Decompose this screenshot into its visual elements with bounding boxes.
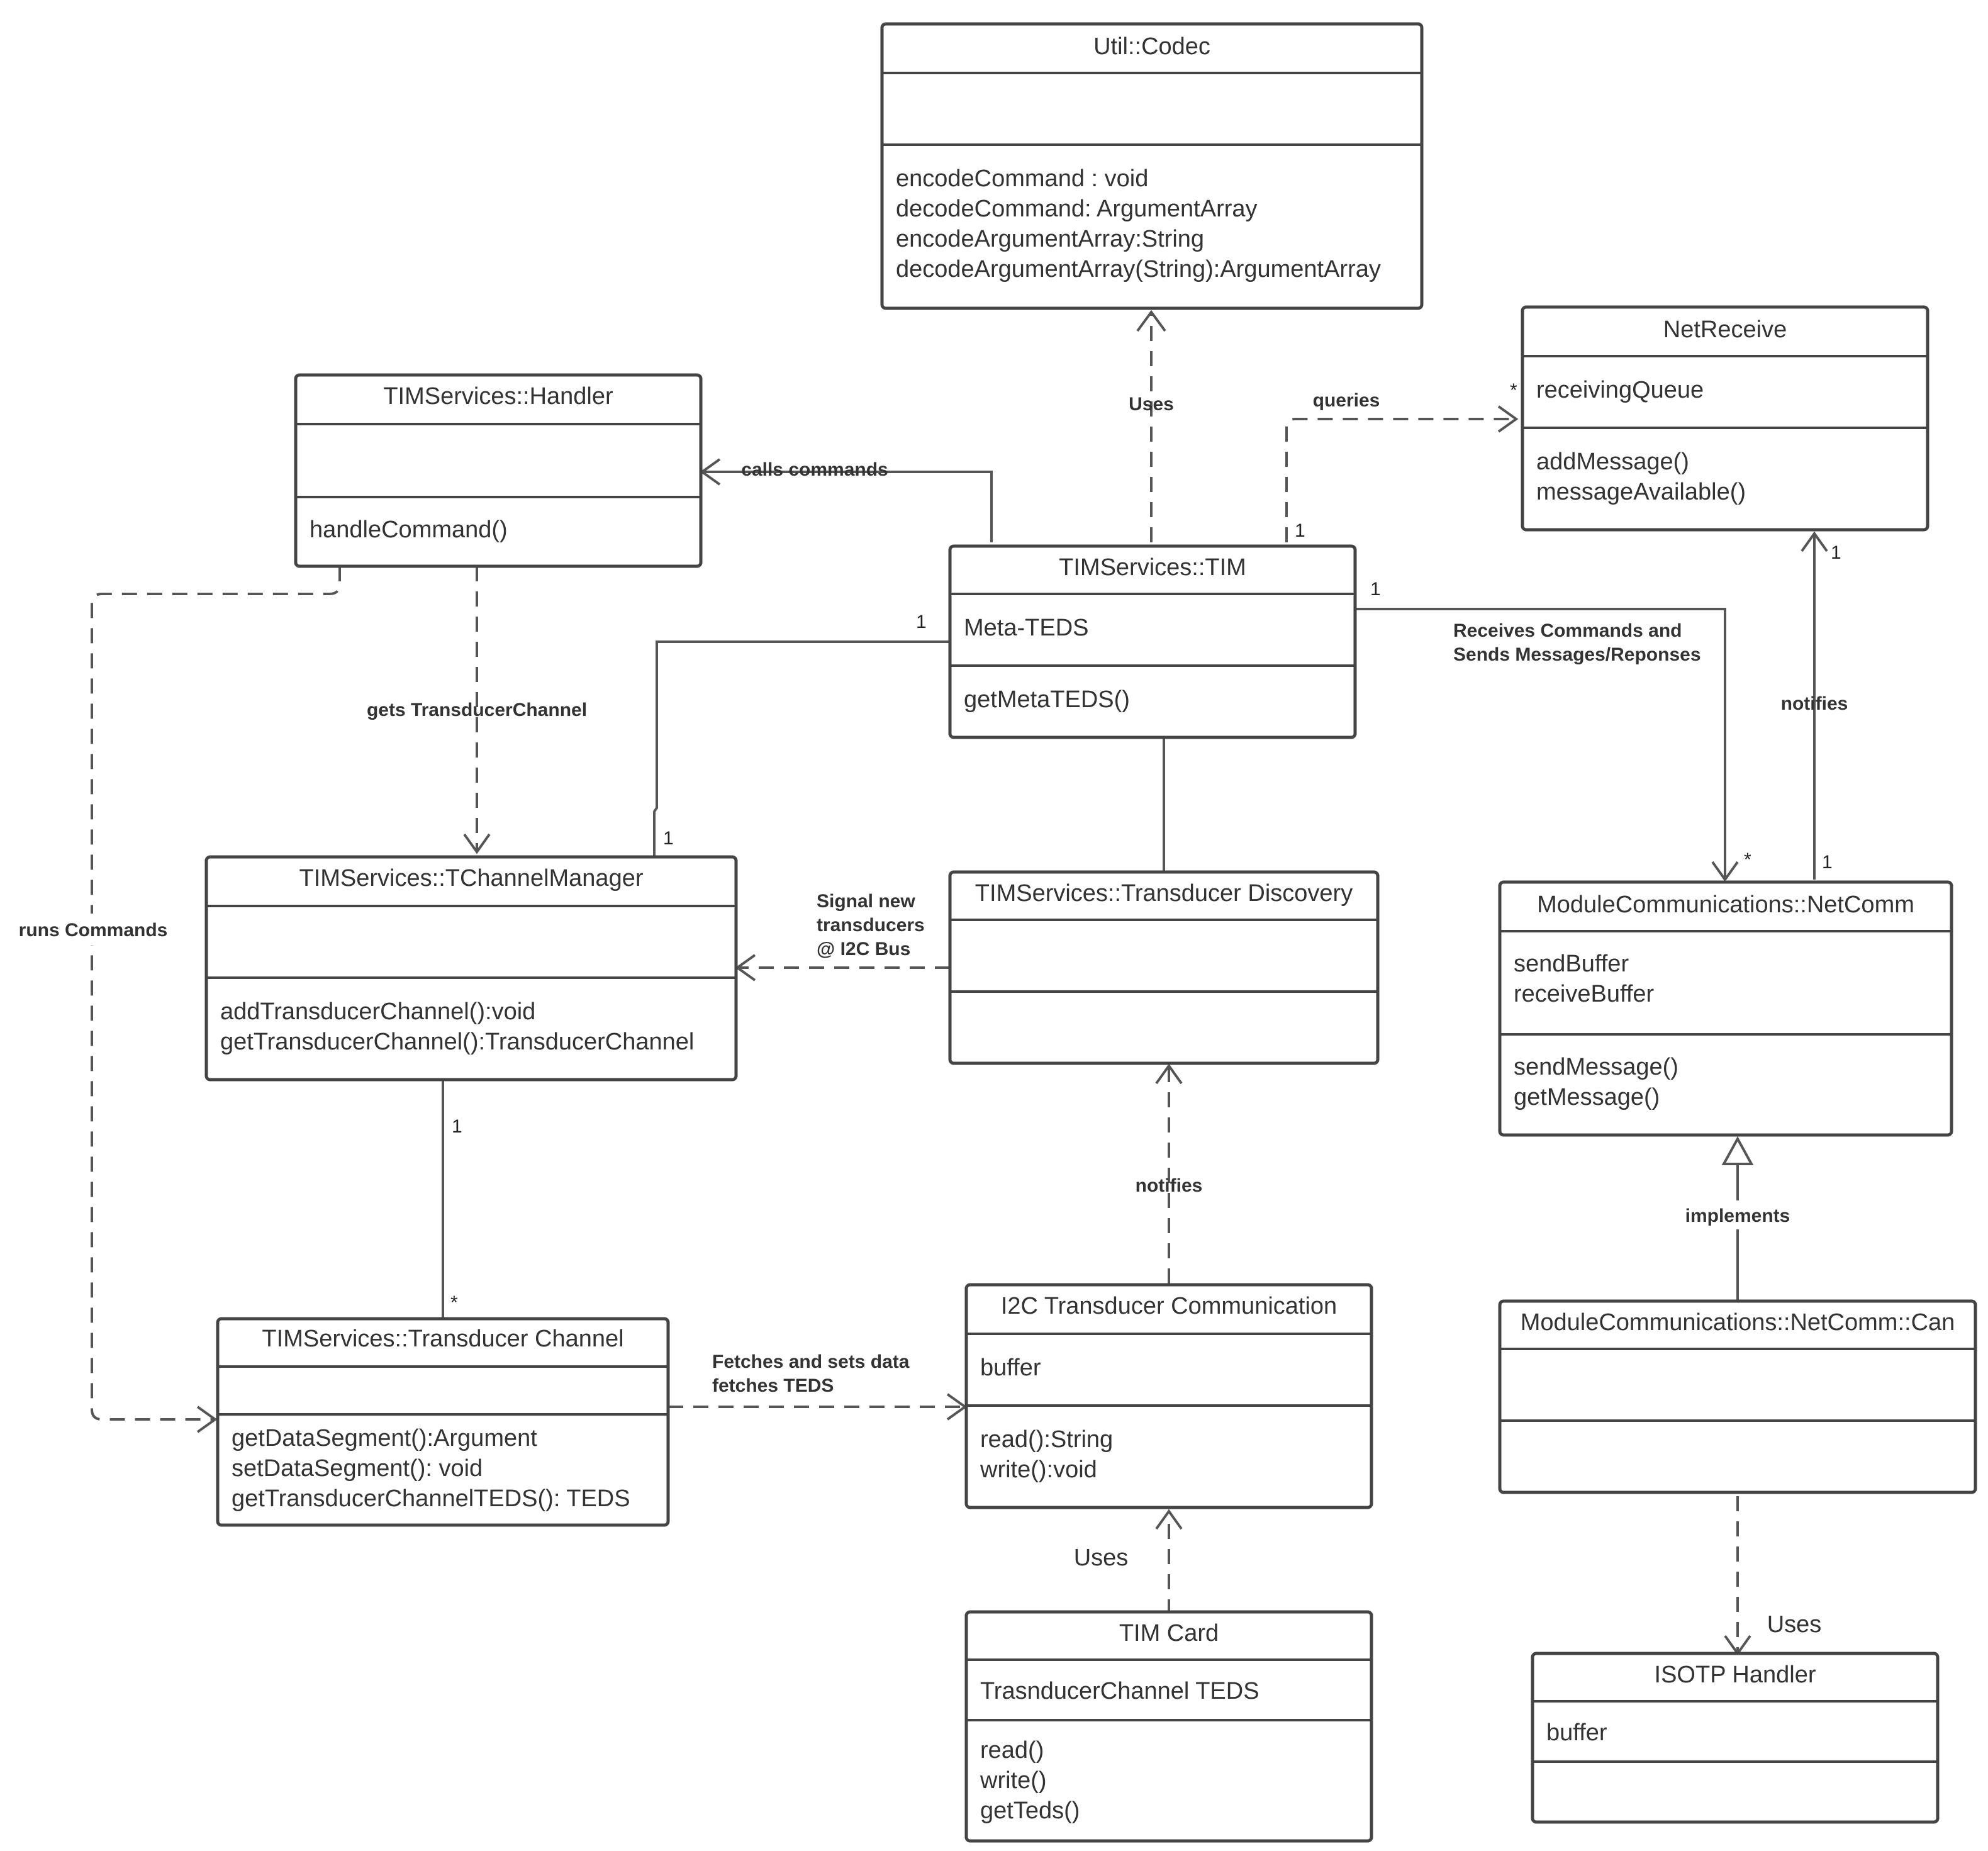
- relation-label-runs-commands: runs Commands: [19, 920, 168, 941]
- class-title: TIMServices::Transducer Discovery: [975, 880, 1353, 907]
- class-net-receive[interactable]: NetReceive receivingQueue addMessage() m…: [1521, 305, 1929, 532]
- relation-timcard-uses-i2c: Uses: [1074, 1509, 1183, 1614]
- class-operation: write():void: [980, 1457, 1097, 1483]
- class-operation: getMessage(): [1514, 1084, 1660, 1110]
- class-tim[interactable]: TIMServices::TIM Meta-TEDS getMetaTEDS(): [948, 544, 1357, 739]
- class-operation: addTransducerChannel():void: [220, 998, 535, 1025]
- relation-tim-netcomm: Receives Commands and Sends Messages/Rep…: [1356, 579, 1751, 882]
- relation-i2c-notifies-discovery: notifies: [1136, 1063, 1203, 1283]
- relation-tim-uses-codec: Uses: [1129, 310, 1174, 542]
- class-net-comm[interactable]: ModuleCommunications::NetComm sendBuffer…: [1498, 880, 1953, 1137]
- class-attribute: buffer: [980, 1355, 1041, 1381]
- class-tim-handler[interactable]: TIMServices::Handler handleCommand(): [294, 373, 703, 568]
- relation-channel-fetches-i2c: Fetches and sets data fetches TEDS: [668, 1351, 968, 1421]
- multiplicity-netreceive-queries: *: [1510, 380, 1517, 401]
- relation-label-receives-commands: Receives Commands and: [1453, 620, 1682, 641]
- class-operation: encodeArgumentArray:String: [896, 226, 1204, 252]
- relation-manager-channel: 1 *: [442, 1080, 462, 1317]
- class-operation: messageAvailable(): [1536, 479, 1746, 505]
- multiplicity-tim-netcomm: 1: [1370, 579, 1381, 600]
- relation-label-calls-commands: calls commands: [741, 459, 888, 480]
- relation-label-fetches-teds: fetches TEDS: [712, 1375, 834, 1396]
- class-attribute: sendBuffer: [1514, 951, 1629, 977]
- class-operation: getTransducerChannelTEDS(): TEDS: [232, 1485, 630, 1512]
- class-tchannel-manager[interactable]: TIMServices::TChannelManager addTransduc…: [204, 855, 738, 1082]
- class-isotp-handler[interactable]: ISOTP Handler buffer: [1531, 1652, 1940, 1824]
- class-title: ISOTP Handler: [1655, 1662, 1816, 1688]
- multiplicity-manager-channel: 1: [452, 1116, 462, 1137]
- class-operation: sendMessage(): [1514, 1054, 1678, 1080]
- class-title: TIMServices::TChannelManager: [299, 865, 644, 892]
- relation-label-uses-codec: Uses: [1129, 394, 1174, 415]
- multiplicity-tim-queries: 1: [1295, 520, 1305, 541]
- class-attribute: receivingQueue: [1536, 377, 1704, 403]
- relation-label-signal-new: Signal new: [817, 891, 915, 912]
- class-net-comm-can[interactable]: ModuleCommunications::NetComm::Can: [1498, 1299, 1977, 1494]
- relation-label-i2c-bus: @ I2C Bus: [817, 939, 910, 959]
- relation-handler-gets-channel: gets TransducerChannel: [367, 566, 587, 854]
- class-attribute: TrasnducerChannel TEDS: [980, 1678, 1259, 1704]
- relation-label-fetches-sets-data: Fetches and sets data: [712, 1351, 910, 1372]
- class-util-codec[interactable]: Util::Codec encodeCommand : void decodeC…: [880, 22, 1424, 310]
- class-title: TIMServices::Handler: [383, 383, 613, 410]
- relation-label-uses-isotp: Uses: [1767, 1611, 1822, 1638]
- class-attribute: receiveBuffer: [1514, 981, 1655, 1007]
- multiplicity-channel-manager: *: [450, 1292, 458, 1313]
- class-operation: addMessage(): [1536, 449, 1689, 475]
- class-attribute: buffer: [1546, 1720, 1607, 1746]
- class-title: TIM Card: [1119, 1620, 1219, 1647]
- class-operation: getMetaTEDS(): [964, 686, 1130, 713]
- class-title: TIMServices::Transducer Channel: [262, 1326, 623, 1352]
- relation-label-queries: queries: [1313, 390, 1380, 411]
- multiplicity-manager-tim: 1: [663, 828, 674, 849]
- class-title: Util::Codec: [1093, 33, 1210, 60]
- class-operation: getTeds(): [980, 1798, 1080, 1824]
- class-title: I2C Transducer Communication: [1001, 1293, 1337, 1319]
- multiplicity-tim-manager: 1: [916, 612, 927, 632]
- relation-label-implements: implements: [1685, 1205, 1790, 1226]
- class-transducer-channel[interactable]: TIMServices::Transducer Channel getDataS…: [216, 1317, 670, 1527]
- class-operation: getTransducerChannel():TransducerChannel: [220, 1029, 694, 1055]
- class-operation: setDataSegment(): void: [232, 1455, 483, 1482]
- class-operation: handleCommand(): [310, 517, 508, 543]
- relation-label-transducers: transducers: [817, 915, 925, 936]
- class-operation: encodeCommand : void: [896, 165, 1148, 192]
- relation-label-sends-messages: Sends Messages/Reponses: [1453, 644, 1701, 665]
- relation-tim-calls-handler: calls commands: [700, 458, 993, 542]
- multiplicity-netcomm-tim: *: [1744, 849, 1751, 870]
- relation-netcomm-notifies-netreceive: notifies 1 1: [1781, 531, 1848, 880]
- relation-tim-tchannelmanager: 1 1: [653, 612, 950, 856]
- class-i2c-communication[interactable]: I2C Transducer Communication buffer read…: [964, 1283, 1373, 1509]
- class-attribute: Meta-TEDS: [964, 615, 1088, 641]
- relation-tim-queries-netreceive: queries 1 *: [1285, 380, 1519, 542]
- relation-label-notifies-discovery: notifies: [1136, 1175, 1203, 1196]
- class-operation: decodeArgumentArray(String):ArgumentArra…: [896, 256, 1381, 282]
- class-operation: getDataSegment():Argument: [232, 1425, 537, 1451]
- class-title: ModuleCommunications::NetComm: [1537, 892, 1914, 918]
- relation-discovery-signals-manager: Signal new transducers @ I2C Bus: [735, 891, 950, 981]
- relation-label-uses-timcard: Uses: [1074, 1545, 1129, 1571]
- relation-can-implements-netcomm: implements: [1673, 1136, 1802, 1300]
- relation-label-gets-transducerchannel: gets TransducerChannel: [367, 700, 587, 720]
- class-title: NetReceive: [1663, 316, 1787, 343]
- multiplicity-netreceive-notifies: 1: [1831, 542, 1841, 563]
- class-operation: read():String: [980, 1426, 1113, 1453]
- class-operation: decodeCommand: ArgumentArray: [896, 196, 1258, 222]
- relation-can-uses-isotp: Uses: [1724, 1496, 1822, 1656]
- class-title: TIMServices::TIM: [1059, 554, 1246, 581]
- relation-handler-runs-commands: runs Commands: [11, 566, 341, 1433]
- class-tim-card[interactable]: TIM Card TrasnducerChannel TEDS read() w…: [964, 1610, 1373, 1843]
- class-transducer-discovery[interactable]: TIMServices::Transducer Discovery: [948, 870, 1380, 1065]
- class-operation: write(): [980, 1767, 1047, 1794]
- class-title: ModuleCommunications::NetComm::Can: [1521, 1309, 1955, 1336]
- multiplicity-netcomm-notifies: 1: [1822, 852, 1833, 873]
- relation-label-notifies-netreceive: notifies: [1781, 693, 1848, 714]
- class-operation: read(): [980, 1737, 1044, 1764]
